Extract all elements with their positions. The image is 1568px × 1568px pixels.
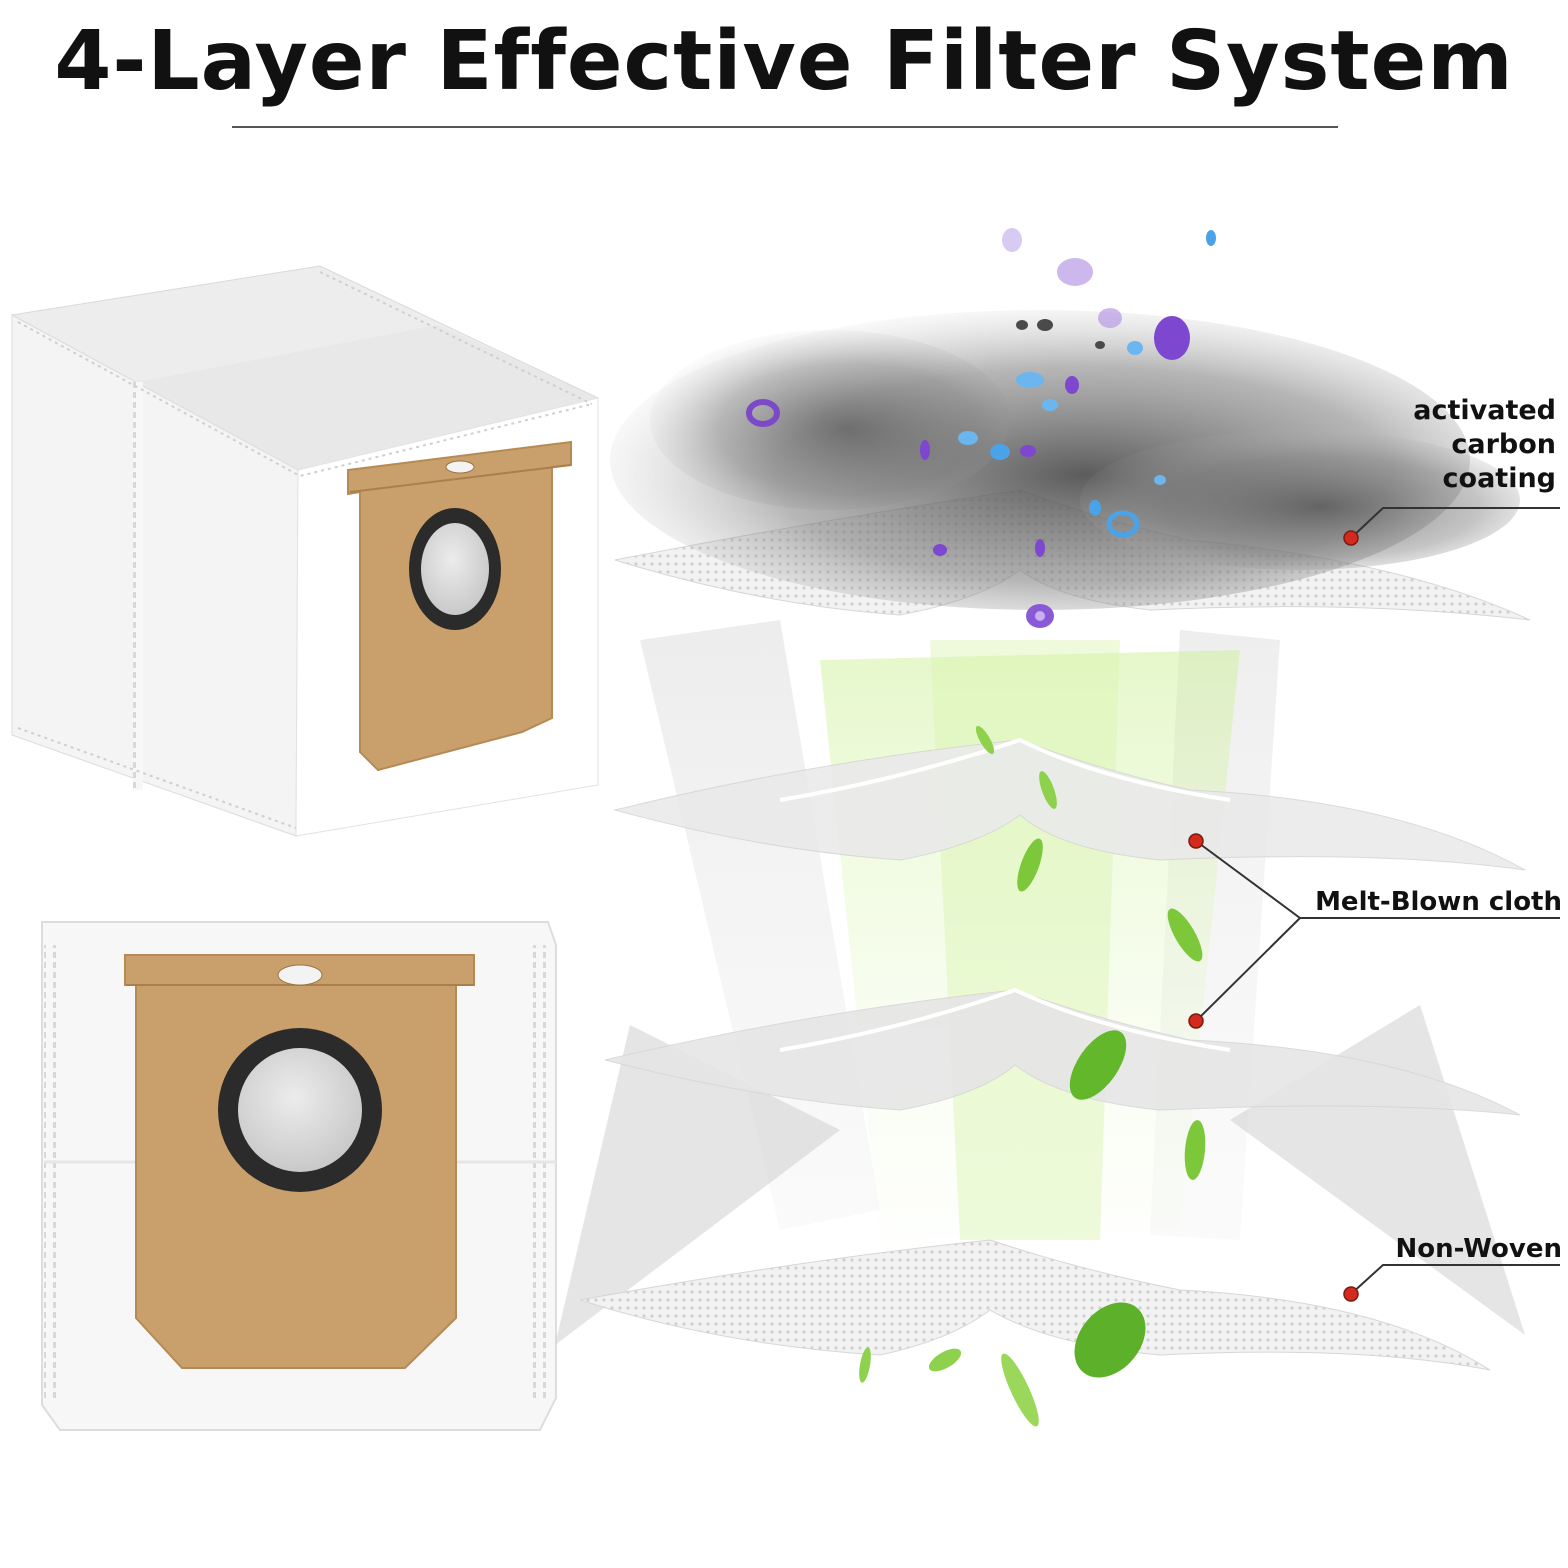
filter-layer-nonwoven [579,1239,1491,1371]
marker-dot-nonwoven [1343,1286,1359,1302]
marker-dot-carbon [1343,530,1359,546]
filter-layer-carbon [610,310,1531,621]
callout-leader-carbon [1343,507,1560,546]
callout-leader-meltblown [1188,833,1560,1029]
callout-leader-nonwoven [1343,1264,1560,1302]
callout-label-carbon: activated carbon coating [1296,394,1556,496]
dust-bag-flat [41,921,557,1431]
airflow-beams [555,620,1525,1345]
carbon-line-3: coating [1442,463,1556,494]
title-divider [232,126,1338,128]
filter-layer-meltblown-2 [604,987,1521,1116]
kraft-card-upper [347,440,572,772]
dust-bag-3d [10,265,600,837]
marker-dot-meltblown-1 [1188,833,1204,849]
callout-label-nonwoven: Non-Woven [1395,1234,1562,1264]
leaves [859,725,1206,1427]
carbon-line-1: activated [1413,395,1556,426]
carbon-line-2: carbon [1451,429,1556,460]
page-title: 4-Layer Effective Filter System [54,14,1514,109]
marker-dot-meltblown-2 [1188,1013,1204,1029]
filter-layer-meltblown-1 [613,737,1526,871]
callout-label-meltblown: Melt-Blown cloth [1315,887,1562,917]
kraft-card-lower [124,954,475,1369]
dust-particles [746,228,1216,628]
